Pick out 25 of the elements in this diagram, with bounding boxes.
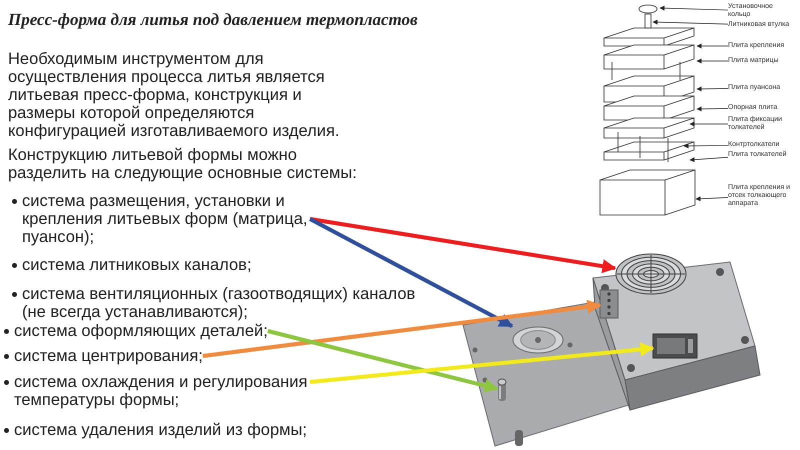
bullet-item: система оформляющих деталей; [14, 322, 268, 340]
bullet-item: система размещения, установки и крепления литьевых форм (матрица, пуансон); [22, 192, 310, 246]
leader-line [696, 196, 728, 202]
bullet-item: система литниковых каналов; [22, 256, 252, 274]
arrow [309, 217, 514, 328]
leader-line [652, 20, 728, 25]
slide-title: Пресс-форма для литья под давлением термопластов [8, 10, 418, 30]
leader-line [696, 58, 728, 64]
paragraph-text: Конструкцию литьевой формы можно разделить на следующие основные системы: [8, 146, 358, 182]
paragraph-text: Необходимым инструментом для осуществления процесса литья является литьевая пресс-форма, конструкция и размеры которой определяются конфигурацией изготавливаемого изделия. [8, 50, 341, 140]
bullet-item: система охлаждения и регулирования температуры формы; [14, 373, 310, 409]
bullet-item: система вентиляционных (газоотводящих) каналов (не всегда устанавливаются); [22, 285, 437, 321]
leader-line [690, 156, 728, 162]
bullet-item: система удаления изделий из формы; [14, 421, 307, 439]
leader-line [690, 122, 728, 126]
leader-line [684, 143, 728, 148]
arrow [202, 300, 602, 358]
arrow [267, 329, 498, 392]
arrow [310, 217, 616, 274]
leader-line [696, 44, 728, 48]
bullet-item: система центрирования; [14, 347, 203, 365]
leader-line [660, 6, 728, 11]
arrow [310, 342, 654, 384]
leader-line [696, 106, 728, 112]
leader-line [696, 86, 728, 92]
